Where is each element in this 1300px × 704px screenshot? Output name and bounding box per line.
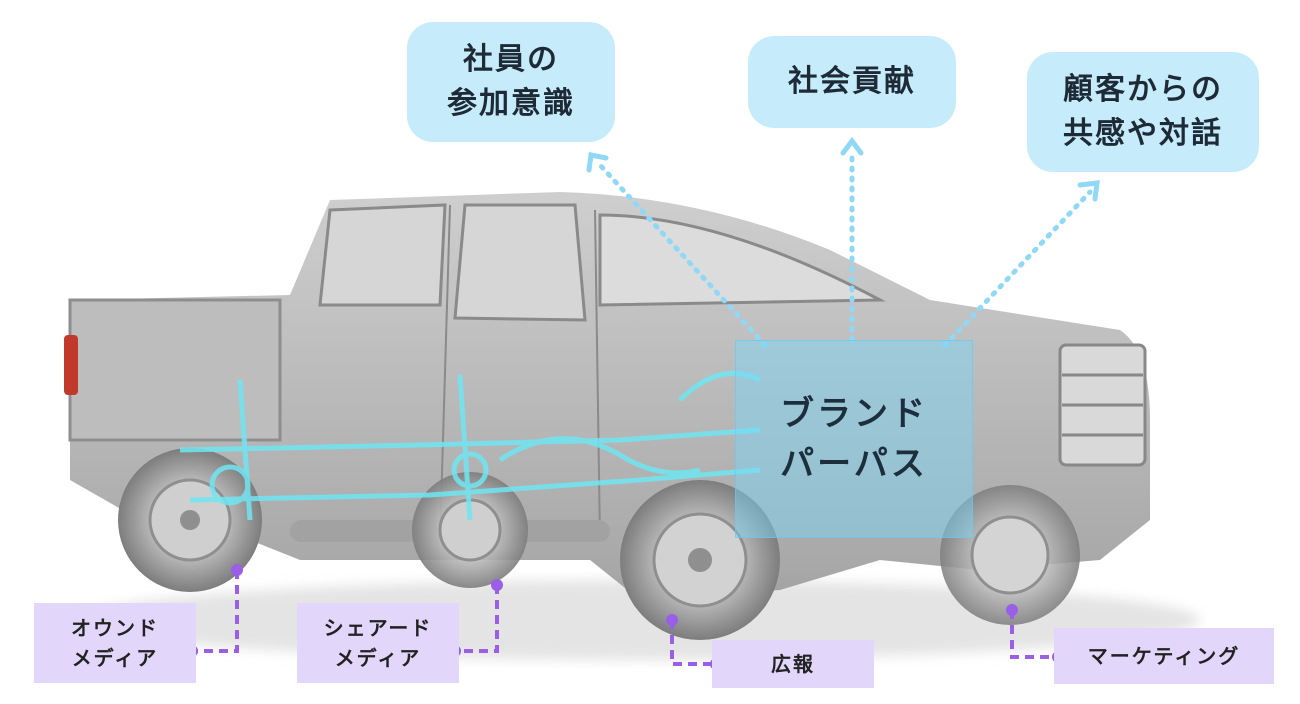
label-line: マーケティング	[1087, 644, 1241, 668]
label-line: 広報	[771, 652, 815, 676]
arrow-to-customer	[942, 189, 1093, 348]
tail-light	[64, 335, 78, 395]
label-public-relations: 広報	[712, 640, 874, 688]
arrowhead-society	[840, 136, 864, 156]
windshield	[598, 213, 886, 307]
bubble-line: 共感や対話	[1063, 116, 1223, 151]
label-line: シェアード	[323, 616, 433, 640]
bubble-line: 社会貢献	[788, 64, 916, 99]
connector-owned	[192, 570, 239, 653]
wheel-mid	[412, 472, 528, 588]
arrow-to-employee	[597, 162, 768, 348]
core-line: ブランド	[780, 394, 928, 434]
label-marketing: マーケティング	[1054, 628, 1274, 684]
dot-shared-top	[491, 579, 503, 591]
connector-shared	[455, 585, 499, 653]
label-owned-media: オウンド メディア	[34, 603, 196, 683]
bubble-line: 参加意識	[447, 86, 575, 121]
wheel-front-right	[940, 485, 1080, 625]
arrowhead-customer	[1077, 180, 1100, 202]
connector-pr	[670, 620, 716, 666]
dot-owned-top	[231, 564, 243, 576]
brand-purpose-core: ブランド パーパス	[735, 340, 973, 538]
wheel-front	[620, 480, 780, 640]
arrowhead-employee	[586, 152, 609, 173]
label-line: メディア	[71, 646, 159, 670]
label-line: メディア	[334, 646, 422, 670]
bubble-employee-engagement: 社員の 参加意識	[407, 22, 615, 142]
bubble-social-contribution: 社会貢献	[748, 36, 956, 128]
label-line: オウンド	[71, 616, 159, 640]
dot-marketing-top	[1006, 604, 1018, 616]
core-line: パーパス	[780, 444, 928, 484]
bubble-customer-empathy: 顧客からの 共感や対話	[1027, 52, 1259, 172]
connector-marketing	[1010, 610, 1058, 659]
rear-window	[318, 203, 447, 307]
bubble-line: 顧客からの	[1063, 72, 1223, 107]
front-window	[453, 203, 587, 322]
dot-pr-top	[666, 614, 678, 626]
chassis-highlight	[179, 370, 762, 521]
bubble-line: 社員の	[463, 42, 559, 77]
label-shared-media: シェアード メディア	[297, 603, 459, 683]
wheel-rear	[118, 448, 262, 592]
